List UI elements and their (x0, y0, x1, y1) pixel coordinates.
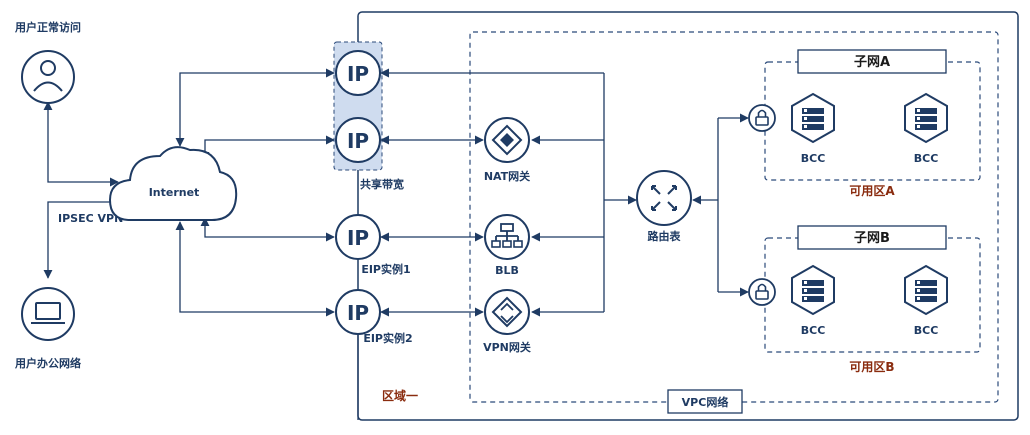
internet-eip1-line (200, 217, 335, 242)
bcc-label: BCC (801, 324, 826, 337)
ip-text-1: IP (347, 62, 369, 86)
user-internet-line (43, 101, 119, 187)
bcc-label: BCC (914, 152, 939, 165)
internet-ip1-line (175, 68, 335, 147)
bcc-label: BCC (801, 152, 826, 165)
server-icon (791, 264, 835, 316)
vpn-gateway-icon (484, 289, 530, 335)
subnet-a-label: 子网A (854, 55, 890, 70)
zone-b-label: 可用区B (849, 360, 894, 374)
zone-a-label: 可用区A (849, 184, 895, 198)
ip-icon: IP (335, 50, 381, 96)
vpc-label: VPC网络 (682, 395, 729, 409)
laptop-icon (21, 287, 75, 341)
server-icon (904, 92, 948, 144)
region-label: 区域一 (382, 388, 418, 403)
laptop-internet-line (43, 197, 126, 279)
user-normal-label: 用户正常访问 (15, 20, 81, 34)
eip2-label: EIP实例2 (363, 331, 412, 345)
cloud-icon (108, 146, 238, 221)
internet-ip2-line (200, 135, 335, 161)
subnet-a-box (797, 49, 947, 74)
shared-bandwidth-label: 共享带宽 (360, 177, 404, 191)
internet-label: Internet (149, 186, 200, 199)
route-table-label: 路由表 (648, 229, 682, 243)
user-icon (21, 50, 75, 104)
vpn-gateway-label: VPN网关 (483, 340, 531, 354)
ip-text-4: IP (347, 301, 369, 325)
connectors (43, 68, 749, 420)
lock-icon (748, 104, 776, 132)
ip-icon: IP (335, 117, 381, 163)
user-office-label: 用户办公网络 (15, 356, 81, 370)
ip-text-3: IP (347, 226, 369, 250)
vpc-label-box (667, 389, 743, 414)
vpc-box (469, 31, 999, 403)
ip-text-2: IP (347, 129, 369, 153)
ipsec-vpn-label: IPSEC VPN (58, 212, 123, 225)
internet-eip2-line (175, 221, 335, 317)
zone-a-box (764, 61, 981, 181)
nat-gateway-label: NAT网关 (484, 169, 530, 183)
eip1-label: EIP实例1 (361, 262, 410, 276)
blb-icon (484, 214, 530, 260)
server-icon (904, 264, 948, 316)
nat-gateway-icon (484, 117, 530, 163)
lock-icon (748, 278, 776, 306)
ip-icon: IP (335, 289, 381, 335)
ip-icon: IP (335, 214, 381, 260)
server-icon (791, 92, 835, 144)
bcc-label: BCC (914, 324, 939, 337)
subnet-b-box (797, 225, 947, 250)
route-table-icon (636, 170, 692, 226)
blb-label: BLB (495, 264, 519, 277)
subnet-b-label: 子网B (854, 231, 890, 246)
